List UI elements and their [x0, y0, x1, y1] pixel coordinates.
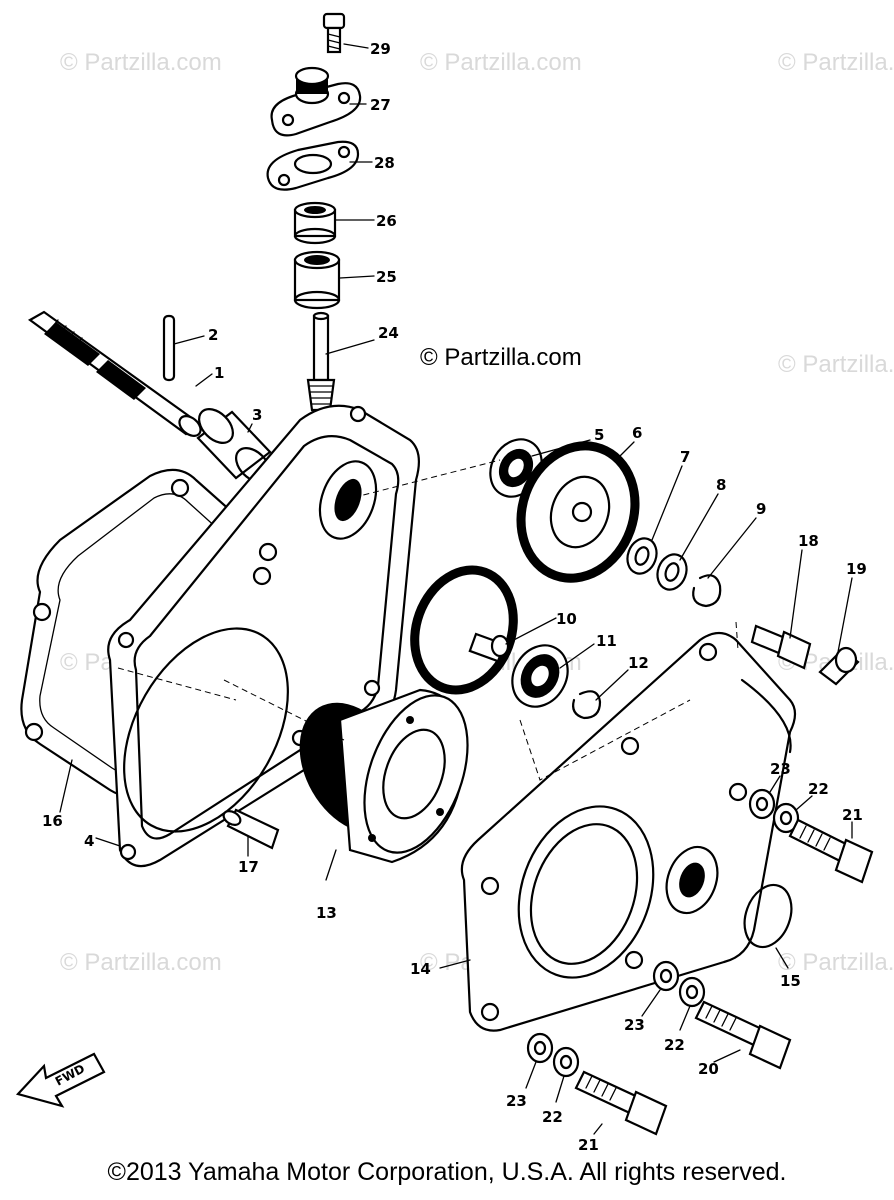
watermark: © Partzilla.com — [778, 49, 894, 76]
part-1-worm-shaft — [27, 310, 202, 437]
fwd-arrow-icon: FWD — [15, 1052, 106, 1108]
part-23-washer — [748, 788, 776, 820]
part-27-flange — [270, 66, 362, 137]
part-22-washer — [772, 802, 800, 834]
callout-26: 26 — [376, 212, 397, 230]
callout-23: 23 — [624, 1016, 645, 1034]
part-10-gear — [410, 565, 518, 695]
watermark: © Partzilla.com — [60, 49, 222, 76]
part-6-gear — [516, 441, 640, 583]
part-24-driven-gear — [306, 311, 336, 412]
callout-11: 11 — [596, 632, 617, 650]
part-22-washer — [678, 976, 706, 1008]
assembly-lines — [117, 459, 739, 781]
part-20-bolt — [694, 1000, 792, 1070]
copyright-footer: ©2013 Yamaha Motor Corporation, U.S.A. A… — [107, 1158, 787, 1186]
callout-22: 22 — [808, 780, 829, 798]
callout-17: 17 — [238, 858, 259, 876]
part-7-washer — [626, 537, 658, 575]
watermark-main: © Partzilla.com — [420, 344, 582, 371]
watermark: © Partzilla.com — [420, 49, 582, 76]
callout-labels: 29 27 28 26 25 24 2 1 3 5 6 7 8 9 10 11 … — [42, 40, 867, 1154]
part-21-bolt — [788, 818, 874, 884]
callout-25: 25 — [376, 268, 397, 286]
callout-9: 9 — [756, 500, 766, 518]
callout-2: 2 — [208, 326, 218, 344]
callout-3: 3 — [252, 406, 262, 424]
part-25-bushing — [293, 250, 341, 310]
callout-27: 27 — [370, 96, 391, 114]
callout-23: 23 — [506, 1092, 527, 1110]
leader-lines — [59, 43, 853, 1135]
callout-6: 6 — [632, 424, 642, 442]
callout-12: 12 — [628, 654, 649, 672]
part-17-dowel-pin — [222, 808, 280, 850]
part-22-washer — [552, 1046, 580, 1078]
callout-7: 7 — [680, 448, 690, 466]
part-4-cover — [107, 404, 421, 868]
callout-14: 14 — [410, 960, 431, 978]
part-8-washer — [656, 553, 688, 591]
part-9-circlip — [692, 574, 722, 608]
callout-22: 22 — [542, 1108, 563, 1126]
part-21-bolt — [574, 1070, 668, 1136]
watermark: © Partzilla.com — [60, 949, 222, 976]
callout-4: 4 — [84, 832, 94, 850]
callout-1: 1 — [214, 364, 224, 382]
part-19-screw — [818, 646, 860, 686]
callout-22: 22 — [664, 1036, 685, 1054]
part-18-screw — [750, 624, 812, 670]
callout-28: 28 — [374, 154, 395, 172]
watermark: © Partzilla.com — [778, 351, 894, 378]
callout-20: 20 — [698, 1060, 719, 1078]
part-12-circlip — [572, 690, 602, 720]
callout-29: 29 — [370, 40, 391, 58]
callout-21: 21 — [842, 806, 863, 824]
part-23-washer — [526, 1032, 554, 1064]
part-2-pin — [162, 314, 176, 382]
part-28-gasket — [266, 140, 360, 191]
callout-19: 19 — [846, 560, 867, 578]
callout-8: 8 — [716, 476, 726, 494]
part-15-circlip — [743, 883, 793, 949]
part-26-bushing — [293, 201, 337, 245]
callout-16: 16 — [42, 812, 63, 830]
watermark: © Partzilla.com — [778, 949, 894, 976]
part-13-starter-clutch — [299, 688, 469, 864]
callout-18: 18 — [798, 532, 819, 550]
part-23-washer — [652, 960, 680, 992]
callout-10: 10 — [556, 610, 577, 628]
callout-24: 24 — [378, 324, 399, 342]
callout-15: 15 — [780, 972, 801, 990]
part-11-bearing — [511, 644, 569, 708]
callout-13: 13 — [316, 904, 337, 922]
callout-5: 5 — [594, 426, 604, 444]
callout-23: 23 — [770, 760, 791, 778]
callout-21: 21 — [578, 1136, 599, 1154]
part-29-bolt — [322, 12, 346, 54]
part-14-outer-cover — [460, 631, 797, 1032]
